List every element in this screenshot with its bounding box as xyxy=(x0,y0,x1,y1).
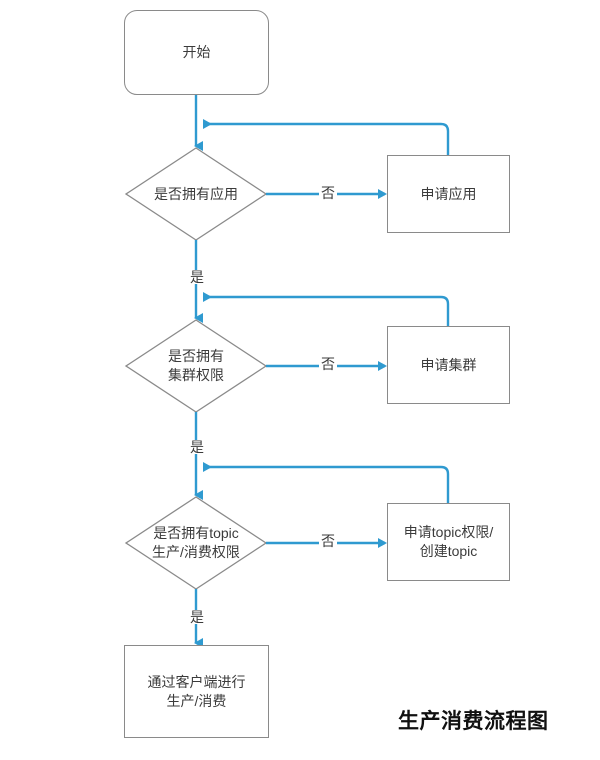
node-decision-has-cluster-permission-label: 是否拥有 集群权限 xyxy=(168,348,224,383)
node-decision-has-app[interactable]: 是否拥有应用 xyxy=(126,148,266,240)
edge-label-yes-topic: 是 xyxy=(188,609,206,625)
edge-label-no-topic: 否 xyxy=(319,533,337,549)
edge-label-no-cluster: 否 xyxy=(319,356,337,372)
edge-label-yes-cluster: 是 xyxy=(188,439,206,455)
diagram-caption: 生产消费流程图 xyxy=(398,710,549,733)
node-decision-has-topic-permission[interactable]: 是否拥有topic 生产/消费权限 xyxy=(116,497,276,589)
node-apply-app-label: 申请应用 xyxy=(420,185,477,202)
node-produce-consume-via-client-label: 通过客户端进行 生产/消费 xyxy=(147,673,246,709)
connector-apply-app-loopback xyxy=(203,119,450,155)
node-apply-cluster[interactable]: 申请集群 xyxy=(387,326,510,404)
connector-apply-cluster-loopback xyxy=(203,292,450,326)
node-decision-has-cluster-permission[interactable]: 是否拥有 集群权限 xyxy=(126,320,266,412)
edge-label-yes-app: 是 xyxy=(188,269,206,285)
node-decision-has-topic-permission-label: 是否拥有topic 生产/消费权限 xyxy=(152,525,240,560)
node-start-label: 开始 xyxy=(182,44,211,61)
node-apply-topic-label: 申请topic权限/ 创建topic xyxy=(403,524,494,559)
node-apply-app[interactable]: 申请应用 xyxy=(387,155,510,233)
node-produce-consume-via-client[interactable]: 通过客户端进行 生产/消费 xyxy=(124,645,269,738)
edge-label-no-app: 否 xyxy=(319,185,337,201)
node-apply-cluster-label: 申请集群 xyxy=(420,356,477,373)
node-decision-has-app-label: 是否拥有应用 xyxy=(154,185,238,202)
node-start[interactable]: 开始 xyxy=(124,10,269,95)
connector-apply-topic-loopback xyxy=(203,462,450,503)
node-apply-topic[interactable]: 申请topic权限/ 创建topic xyxy=(387,503,510,581)
